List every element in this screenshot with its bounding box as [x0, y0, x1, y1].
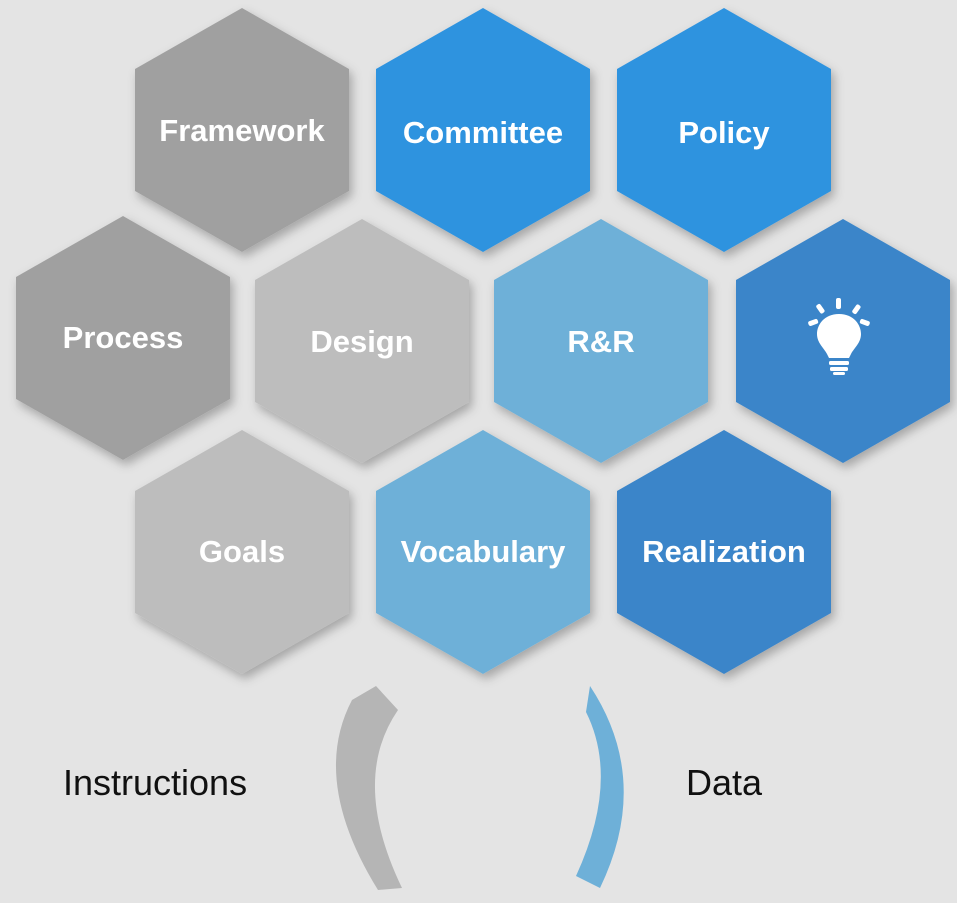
hexagon-process — [16, 216, 230, 460]
right-cycle-arrow — [576, 686, 624, 888]
hexagon-vocabulary-label: Vocabulary — [400, 534, 566, 569]
left-cycle-arrow — [335, 686, 402, 890]
hexagon-goals-label: Goals — [198, 534, 286, 569]
lightbulb-icon — [803, 296, 875, 376]
hexagon-design — [255, 219, 469, 463]
hexagon-design-label: Design — [310, 324, 414, 359]
hexagon-committee — [376, 8, 590, 252]
hexagon-committee-label: Committee — [402, 115, 564, 150]
hexagon-framework-label: Framework — [159, 113, 325, 148]
hexagon-realization — [617, 430, 831, 674]
hexagon-rr — [494, 219, 708, 463]
hexagon-rr-label: R&R — [567, 324, 635, 359]
instructions-label: Instructions — [63, 762, 248, 803]
hexagon-vocabulary — [376, 430, 590, 674]
hexagon-process-label: Process — [62, 320, 184, 355]
data-label: Data — [686, 762, 763, 803]
hexagon-realization-label: Realization — [642, 534, 806, 569]
hexagon-framework — [135, 8, 349, 252]
hexagon-policy — [617, 8, 831, 252]
hexagon-goals — [135, 430, 349, 674]
hexagon-policy-label: Policy — [678, 115, 770, 150]
